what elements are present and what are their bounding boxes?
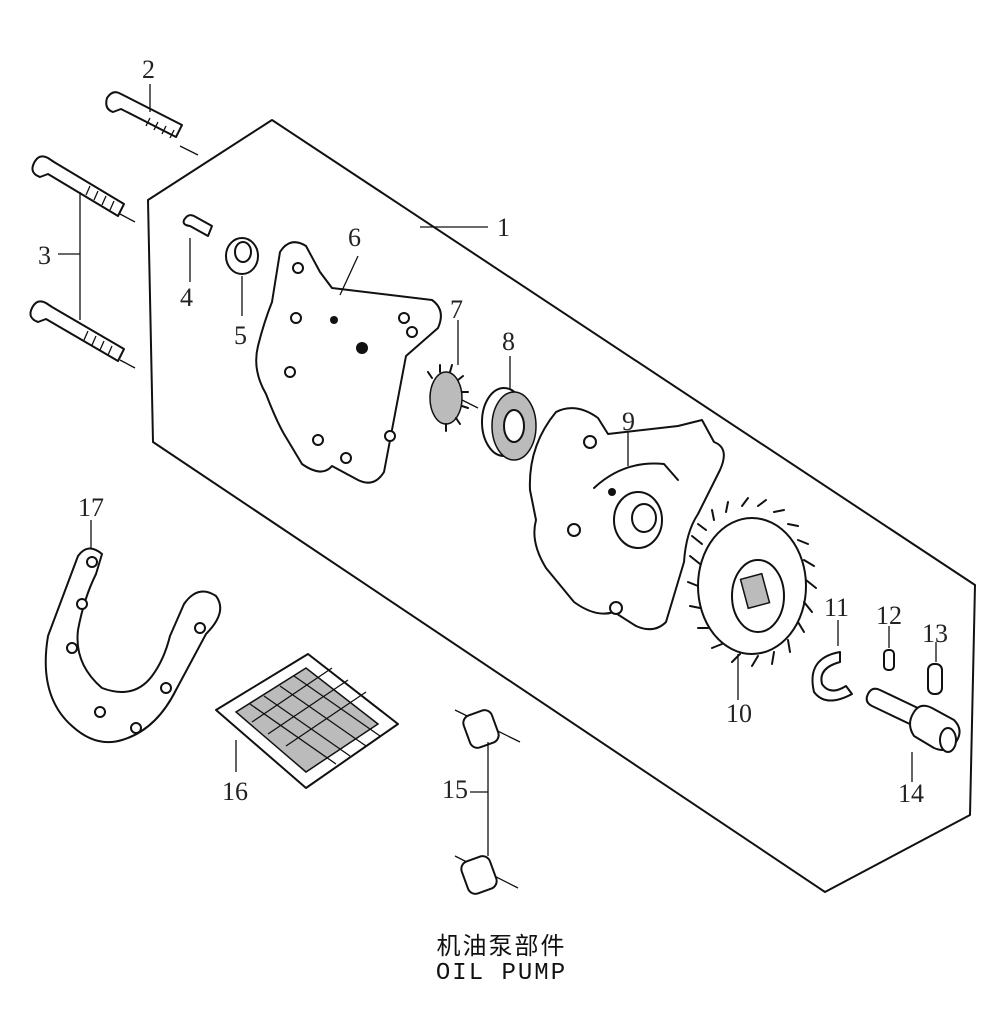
callout-10: 10 — [726, 699, 752, 728]
callout-2: 2 — [142, 55, 155, 84]
part-9-pump-body — [528, 407, 725, 631]
callout-13: 13 — [922, 619, 948, 648]
part-7-inner-rotor — [427, 320, 479, 432]
part-8-outer-rotor — [481, 356, 537, 461]
callout-8: 8 — [502, 327, 515, 356]
part-3-bolts — [29, 155, 136, 369]
part-15-dowels — [454, 709, 521, 895]
part-10-gear — [687, 497, 817, 700]
callout-15: 15 — [442, 775, 468, 804]
part-4-bolt — [182, 214, 213, 282]
part-13-pin — [927, 642, 943, 695]
part-14-shaft — [865, 687, 961, 782]
caption-english: OIL PUMP — [435, 960, 568, 987]
callout-7: 7 — [450, 295, 463, 324]
callout-1: 1 — [497, 213, 510, 242]
assembly-boundary — [147, 119, 976, 893]
part-16-filter-screen — [215, 653, 399, 789]
leader-lines — [58, 84, 488, 320]
callout-16: 16 — [222, 777, 248, 806]
callout-6: 6 — [348, 223, 361, 252]
part-2-bolt — [105, 91, 199, 156]
callout-4: 4 — [180, 283, 193, 312]
part-11-clip — [811, 620, 853, 702]
part-5-washer — [225, 237, 259, 316]
caption-chinese: 机油泵部件 — [436, 932, 567, 960]
part-6-plate — [255, 241, 442, 484]
part-17-gasket — [44, 520, 222, 744]
callout-3: 3 — [38, 241, 51, 270]
part-12-pin — [883, 626, 895, 671]
callout-12: 12 — [876, 601, 902, 630]
callout-14: 14 — [898, 779, 924, 808]
callout-17: 17 — [78, 493, 104, 522]
callouts: 1 2 3 4 5 6 7 8 9 10 11 12 13 14 15 16 1… — [38, 55, 948, 808]
callout-5: 5 — [234, 321, 247, 350]
callout-11: 11 — [824, 593, 849, 622]
callout-9: 9 — [622, 407, 635, 436]
